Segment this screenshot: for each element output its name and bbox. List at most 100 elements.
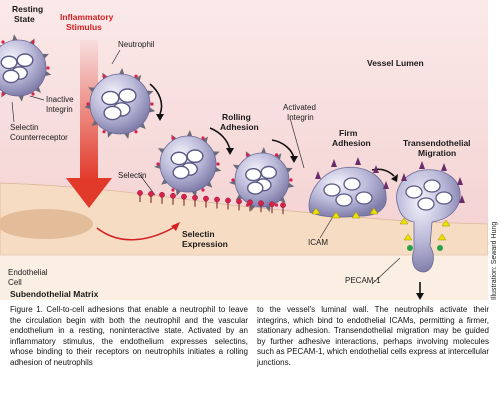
nucleus-lobe	[118, 88, 137, 103]
figure-caption-right: to the vessel's luminal wall. The neutro…	[257, 305, 489, 367]
selectin-molecule	[170, 192, 176, 199]
icam-molecule	[403, 233, 413, 241]
selectin-molecule	[137, 190, 143, 196]
integrin-receptor	[315, 171, 321, 179]
nucleus-lobe	[0, 55, 18, 70]
endothelial-nucleus	[0, 209, 93, 239]
icam-molecule	[331, 211, 341, 219]
icam-molecule	[311, 207, 321, 215]
neutrophil-cell	[154, 130, 222, 198]
nucleus-lobe	[435, 191, 453, 205]
migration-arrowhead	[416, 293, 424, 300]
selectin-molecule	[192, 194, 198, 201]
selectin-molecule	[159, 192, 165, 198]
nucleus-lobe	[172, 165, 190, 180]
integrin-receptor	[373, 165, 379, 173]
illustration-credit-text: Illustration: Seward Hung	[491, 221, 498, 300]
motion-arrow	[149, 83, 163, 115]
selectin-molecule	[247, 199, 253, 206]
pecam-label: PECAM-1	[345, 276, 381, 285]
icam-molecule	[441, 219, 451, 227]
counterreceptor-dot	[134, 130, 138, 134]
neutrophil-cell	[84, 68, 156, 140]
counterreceptor-dot	[216, 162, 220, 166]
motion-arrowhead	[226, 148, 234, 155]
nucleus-lobe	[245, 167, 262, 182]
pecam-molecule	[407, 245, 413, 251]
pecam-molecule	[437, 245, 443, 251]
icam-label: ICAM	[308, 238, 328, 247]
integrin-receptor	[34, 85, 41, 94]
nucleus-lobe	[16, 53, 34, 68]
integrin-receptor	[84, 103, 92, 110]
selectin-molecule	[258, 200, 264, 207]
selectin-label: Selectin	[118, 171, 146, 180]
counterreceptor-dot	[274, 203, 279, 207]
neutrophil-firm-adhesion	[308, 157, 389, 219]
motion-arrow	[209, 127, 231, 151]
integrin-receptor	[441, 163, 447, 171]
figure-caption-left: Figure 1. Cell-to-cell adhesions that en…	[10, 305, 248, 367]
icam-molecule	[369, 207, 379, 215]
counterreceptor-dot	[150, 102, 154, 106]
illustration-credit: Illustration: Seward Hung	[490, 222, 500, 310]
nucleus-lobe	[405, 185, 423, 199]
integrin-receptor	[457, 177, 463, 185]
counterreceptor-dot	[201, 188, 205, 192]
counterreceptor-dot	[274, 153, 279, 157]
integrin-receptor	[401, 173, 407, 181]
selectin-molecule	[214, 196, 220, 203]
counterreceptor-dot	[102, 74, 106, 78]
motion-arrowhead	[156, 114, 164, 121]
cells-layer	[0, 34, 465, 273]
integrin-receptor	[274, 153, 282, 161]
selectin-molecule	[203, 195, 209, 202]
integrin-receptor	[459, 195, 465, 203]
icam-molecule	[399, 217, 409, 225]
neutrophil-transmigrating	[396, 161, 465, 273]
nucleus-lobe	[335, 193, 353, 207]
neutrophil-body	[308, 166, 387, 218]
selectin-molecule	[280, 202, 286, 209]
selectin-expression-arrow	[96, 224, 179, 241]
nucleus-lobe	[417, 197, 435, 211]
selectin-molecule	[181, 193, 187, 200]
integrin-receptor	[161, 178, 169, 185]
counterreceptor-dot	[102, 130, 106, 134]
nucleus-lobe	[103, 105, 122, 121]
integrin-receptor	[138, 122, 146, 130]
nucleus-lobe	[423, 179, 441, 193]
nucleus-lobe	[355, 191, 373, 205]
motion-arrow	[371, 168, 395, 177]
selectin-molecule	[148, 191, 154, 197]
selectin-expression-arrowhead	[171, 222, 180, 231]
integrin-receptor	[134, 74, 142, 83]
motion-arrow	[271, 139, 295, 159]
icam-molecule	[351, 211, 361, 219]
counterreceptor-dot	[231, 178, 235, 182]
selectin-molecule	[269, 201, 275, 208]
motion-arrowhead	[391, 174, 398, 182]
integrin-receptor	[91, 119, 99, 126]
integrin-receptor	[154, 163, 162, 170]
nucleus-lobe	[186, 149, 204, 164]
subendothelial-matrix-label: Subendothelial Matrix	[10, 289, 99, 299]
subendothelial-matrix-area	[0, 255, 488, 300]
integrin-receptor	[383, 181, 389, 189]
counterreceptor-dot	[171, 136, 175, 140]
nucleus-lobe	[260, 165, 278, 180]
counterreceptor-dot	[289, 178, 293, 182]
counterreceptor-dot	[31, 92, 35, 96]
integrin-receptor	[235, 193, 244, 201]
counterreceptor-dot	[156, 162, 160, 166]
